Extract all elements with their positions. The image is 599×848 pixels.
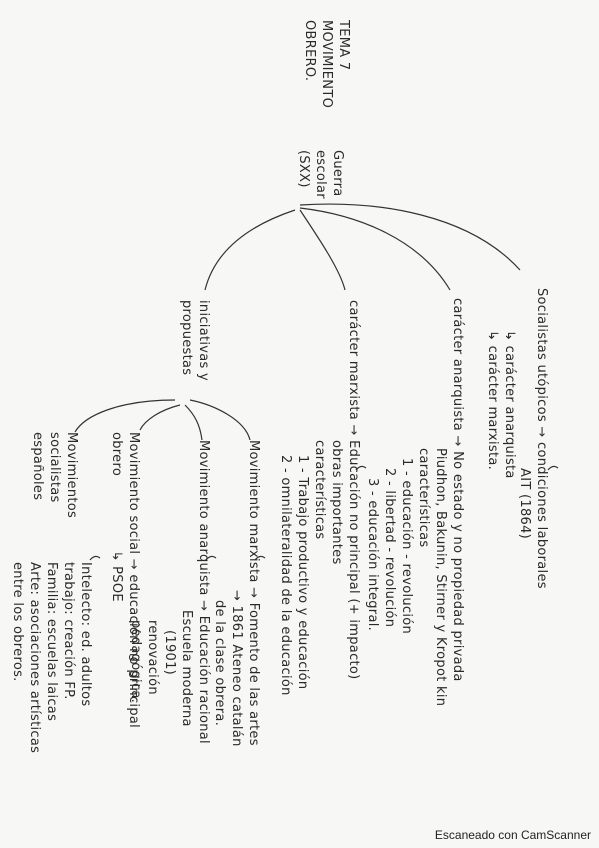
marxista-line: obras importantes — [329, 440, 344, 565]
mov-marxista-label: Movimiento marxista — [246, 440, 261, 583]
connector-root-iniciativas — [204, 209, 296, 291]
mov-marxista-line: Fomento de las artes — [246, 602, 261, 746]
movimientos-list: Intelecto: ed. adultos trabajo: creación… — [9, 562, 94, 753]
node-mov-marxista: Movimiento marxista → Fomento de las art… — [212, 440, 261, 747]
node-mov-social: Movimiento social → educación no princip… — [109, 432, 141, 729]
anarquista-list-item: 3 - educación integral. — [365, 478, 380, 632]
marxista-list-item: 1 - Trabajo productivo y educación — [295, 455, 310, 690]
socialistas-sub-item: carácter marxista. — [485, 345, 500, 471]
iniciativas-label: iniciativas y — [196, 300, 211, 382]
connector-root-marxista — [299, 209, 346, 291]
marxista-list-item: 2 - omnilateralidad de la educación — [278, 455, 293, 696]
scanner-watermark: Escaneado con CamScanner — [434, 828, 591, 842]
anarquista-line: características — [416, 448, 431, 548]
brace-mov-marxista — [254, 555, 266, 561]
connector-root-anarquista — [299, 207, 451, 291]
node-marxista: carácter marxista → Educación no princip… — [278, 300, 361, 696]
movimientos-line: Intelecto: ed. adultos — [78, 562, 93, 707]
title-line: OBRERO. — [302, 20, 317, 82]
anarquista-line: No estado y no propiedad privada — [450, 451, 465, 682]
anarquista-list-item: 1 - educación - revolución — [399, 458, 414, 635]
mov-anarquista-line: renovación — [145, 620, 160, 695]
connector-iniciativas-marxista — [189, 399, 251, 441]
mov-social-line: PSOE — [109, 566, 124, 602]
movimientos-label: Movimientos — [64, 432, 79, 519]
socialistas-label: Socialistas utópicos — [534, 288, 549, 422]
socialistas-right: condiciones laborales — [534, 442, 549, 589]
connector-iniciativas-anarquista — [184, 404, 203, 441]
movimientos-line: Arte: asociaciones artísticas — [27, 562, 42, 754]
title-line: TEMA 7 — [336, 20, 351, 71]
anarquista-line: Piudhon, Bakunin, Stirner y Kropot kin — [433, 448, 448, 707]
node-socialistas: Socialistas utópicos → condiciones labor… — [517, 288, 549, 589]
marxista-label: carácter marxista — [346, 300, 361, 421]
mov-social-label: Movimiento social — [126, 432, 141, 555]
movimientos-label: socialistas — [47, 432, 62, 503]
socialistas-ait: AIT (1864) — [517, 468, 532, 540]
movimientos-line: Familia: escuelas laicas — [44, 562, 59, 722]
brace-socialistas — [547, 465, 559, 471]
brace-marxista — [355, 465, 367, 471]
movimientos-line: entre los obreros. — [10, 562, 25, 682]
mov-anarquista-line: (1901) — [162, 630, 177, 676]
node-anarquista: carácter anarquista → No estado y no pro… — [365, 298, 465, 707]
mov-marxista-line: de la clase obrera. — [212, 600, 227, 727]
anarquista-list-item: 2 - libertad - revolución — [382, 468, 397, 628]
root-node: Guerra escolar (SXX) — [295, 150, 346, 199]
socialistas-sub-item: carácter anarquista — [502, 345, 517, 479]
socialistas-sub: ↳ carácter anarquista ↳ carácter marxist… — [485, 330, 517, 479]
movimientos-label: españoles — [30, 432, 45, 501]
mov-social-label: obrero — [109, 432, 124, 477]
node-iniciativas: iniciativas y propuestas — [178, 300, 212, 381]
mov-anarquista-line: Educación racional — [196, 615, 211, 744]
iniciativas-label: propuestas — [179, 300, 194, 376]
mov-marxista-line: → 1861 Ateneo catalán — [229, 590, 244, 747]
brace-mov-anarquista — [205, 555, 217, 561]
mov-social-line: educación no principal — [126, 574, 141, 729]
mov-anarquista-line: Escuela moderna — [179, 610, 194, 727]
marxista-line: Educación no principal (+ impacto) — [346, 440, 361, 680]
connector-iniciativas-movimientos — [74, 399, 176, 433]
title-block: TEMA 7 MOVIMIENTO OBRERO. — [301, 20, 352, 108]
mov-anarquista-label: Movimiento anarquista — [196, 440, 211, 596]
marxista-line: características — [312, 440, 327, 540]
brace-movimientos — [89, 555, 101, 561]
title-line: MOVIMIENTO — [319, 20, 334, 109]
connector-iniciativas-social — [139, 404, 181, 431]
node-movimientos: Movimientos socialistas españoles — [29, 432, 80, 518]
root-line: (SXX) — [296, 150, 311, 188]
connector-root-socialistas — [299, 203, 521, 271]
root-line: Guerra — [330, 150, 345, 197]
root-line: escolar — [313, 150, 328, 199]
movimientos-line: trabajo: creación FP. — [61, 562, 76, 700]
anarquista-label: carácter anarquista — [450, 298, 465, 432]
